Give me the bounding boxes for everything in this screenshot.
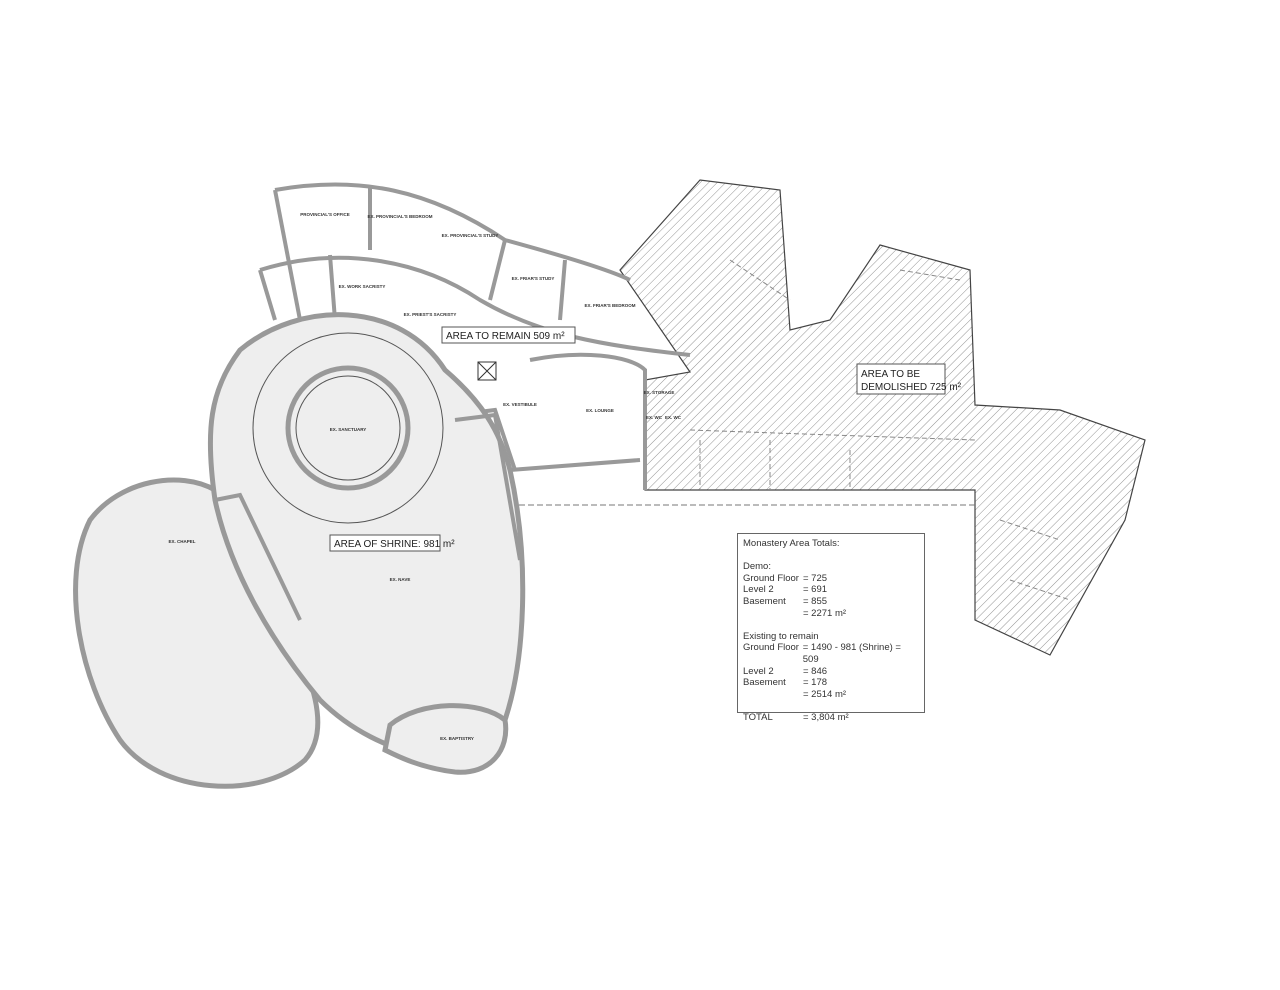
row-value: = 178	[803, 677, 828, 689]
room-label: EX. FRIAR'S BEDROOM	[584, 303, 635, 308]
room-label: EX. WORK SACRISTY	[339, 284, 386, 289]
room-label: EX. BAPTISTRY	[440, 736, 474, 741]
room-label: EX. WC	[646, 415, 663, 420]
shrine-callout-box	[329, 534, 441, 552]
room-label: EX. WC	[665, 415, 682, 420]
room-label: EX. FRIAR'S STUDY	[512, 276, 555, 281]
room-label: EX. PROVINCIAL'S STUDY	[442, 233, 499, 238]
row-label: Level 2	[743, 665, 774, 677]
room-label: EX. SANCTUARY	[330, 427, 367, 432]
row-label: Level 2	[743, 584, 774, 596]
row-label: Basement	[743, 595, 786, 607]
demolish-internal-walls	[689, 259, 1071, 601]
room-label: EX. PRIEST'S SACRISTY	[404, 312, 457, 317]
room-label: EX. CHAPEL	[168, 539, 195, 544]
remain-callout: AREA TO REMAIN 509 m²	[446, 331, 565, 342]
row-value: = 2271 m²	[803, 607, 847, 619]
remain-callout-box	[441, 326, 576, 344]
area-totals-table: Monastery Area Totals: Demo: Ground Floo…	[737, 533, 925, 723]
row-value: = 2514 m²	[803, 688, 847, 700]
row-label: Basement	[743, 677, 786, 689]
row-label	[743, 608, 803, 620]
room-label: EX. LOUNGE	[586, 408, 614, 413]
totals-title: Monastery Area Totals:	[743, 538, 840, 549]
total-value: = 3,804 m²	[803, 711, 849, 723]
row-value: = 691	[803, 584, 828, 596]
room-label: EX. PROVINCIAL'S BEDROOM	[367, 214, 432, 219]
row-label: Ground Floor	[743, 572, 799, 584]
demolish-callout-line2: DEMOLISHED 725 m²	[861, 382, 962, 393]
room-label: EX. NAVE	[390, 577, 411, 582]
row-value: = 846	[803, 665, 828, 677]
room-label: EX. STORAGE	[644, 390, 675, 395]
shrine-callout: AREA OF SHRINE: 981 m²	[334, 539, 455, 550]
shrine	[73, 312, 526, 789]
row-value: = 1490 - 981 (Shrine) = 509	[802, 642, 901, 665]
row-value: = 855	[803, 595, 828, 607]
remain-heading: Existing to remain	[743, 630, 819, 642]
demolish-callout-box	[856, 363, 946, 395]
total-label: TOTAL	[743, 711, 773, 723]
row-label	[743, 689, 803, 701]
row-value: = 725	[803, 572, 828, 584]
demolish-callout-line1: AREA TO BE	[861, 369, 920, 380]
room-label: PROVINCIAL'S OFFICE	[300, 212, 350, 217]
row-label: Ground Floor	[743, 642, 799, 654]
room-label: EX. VESTIBULE	[503, 402, 537, 407]
demo-heading: Demo:	[743, 561, 771, 573]
